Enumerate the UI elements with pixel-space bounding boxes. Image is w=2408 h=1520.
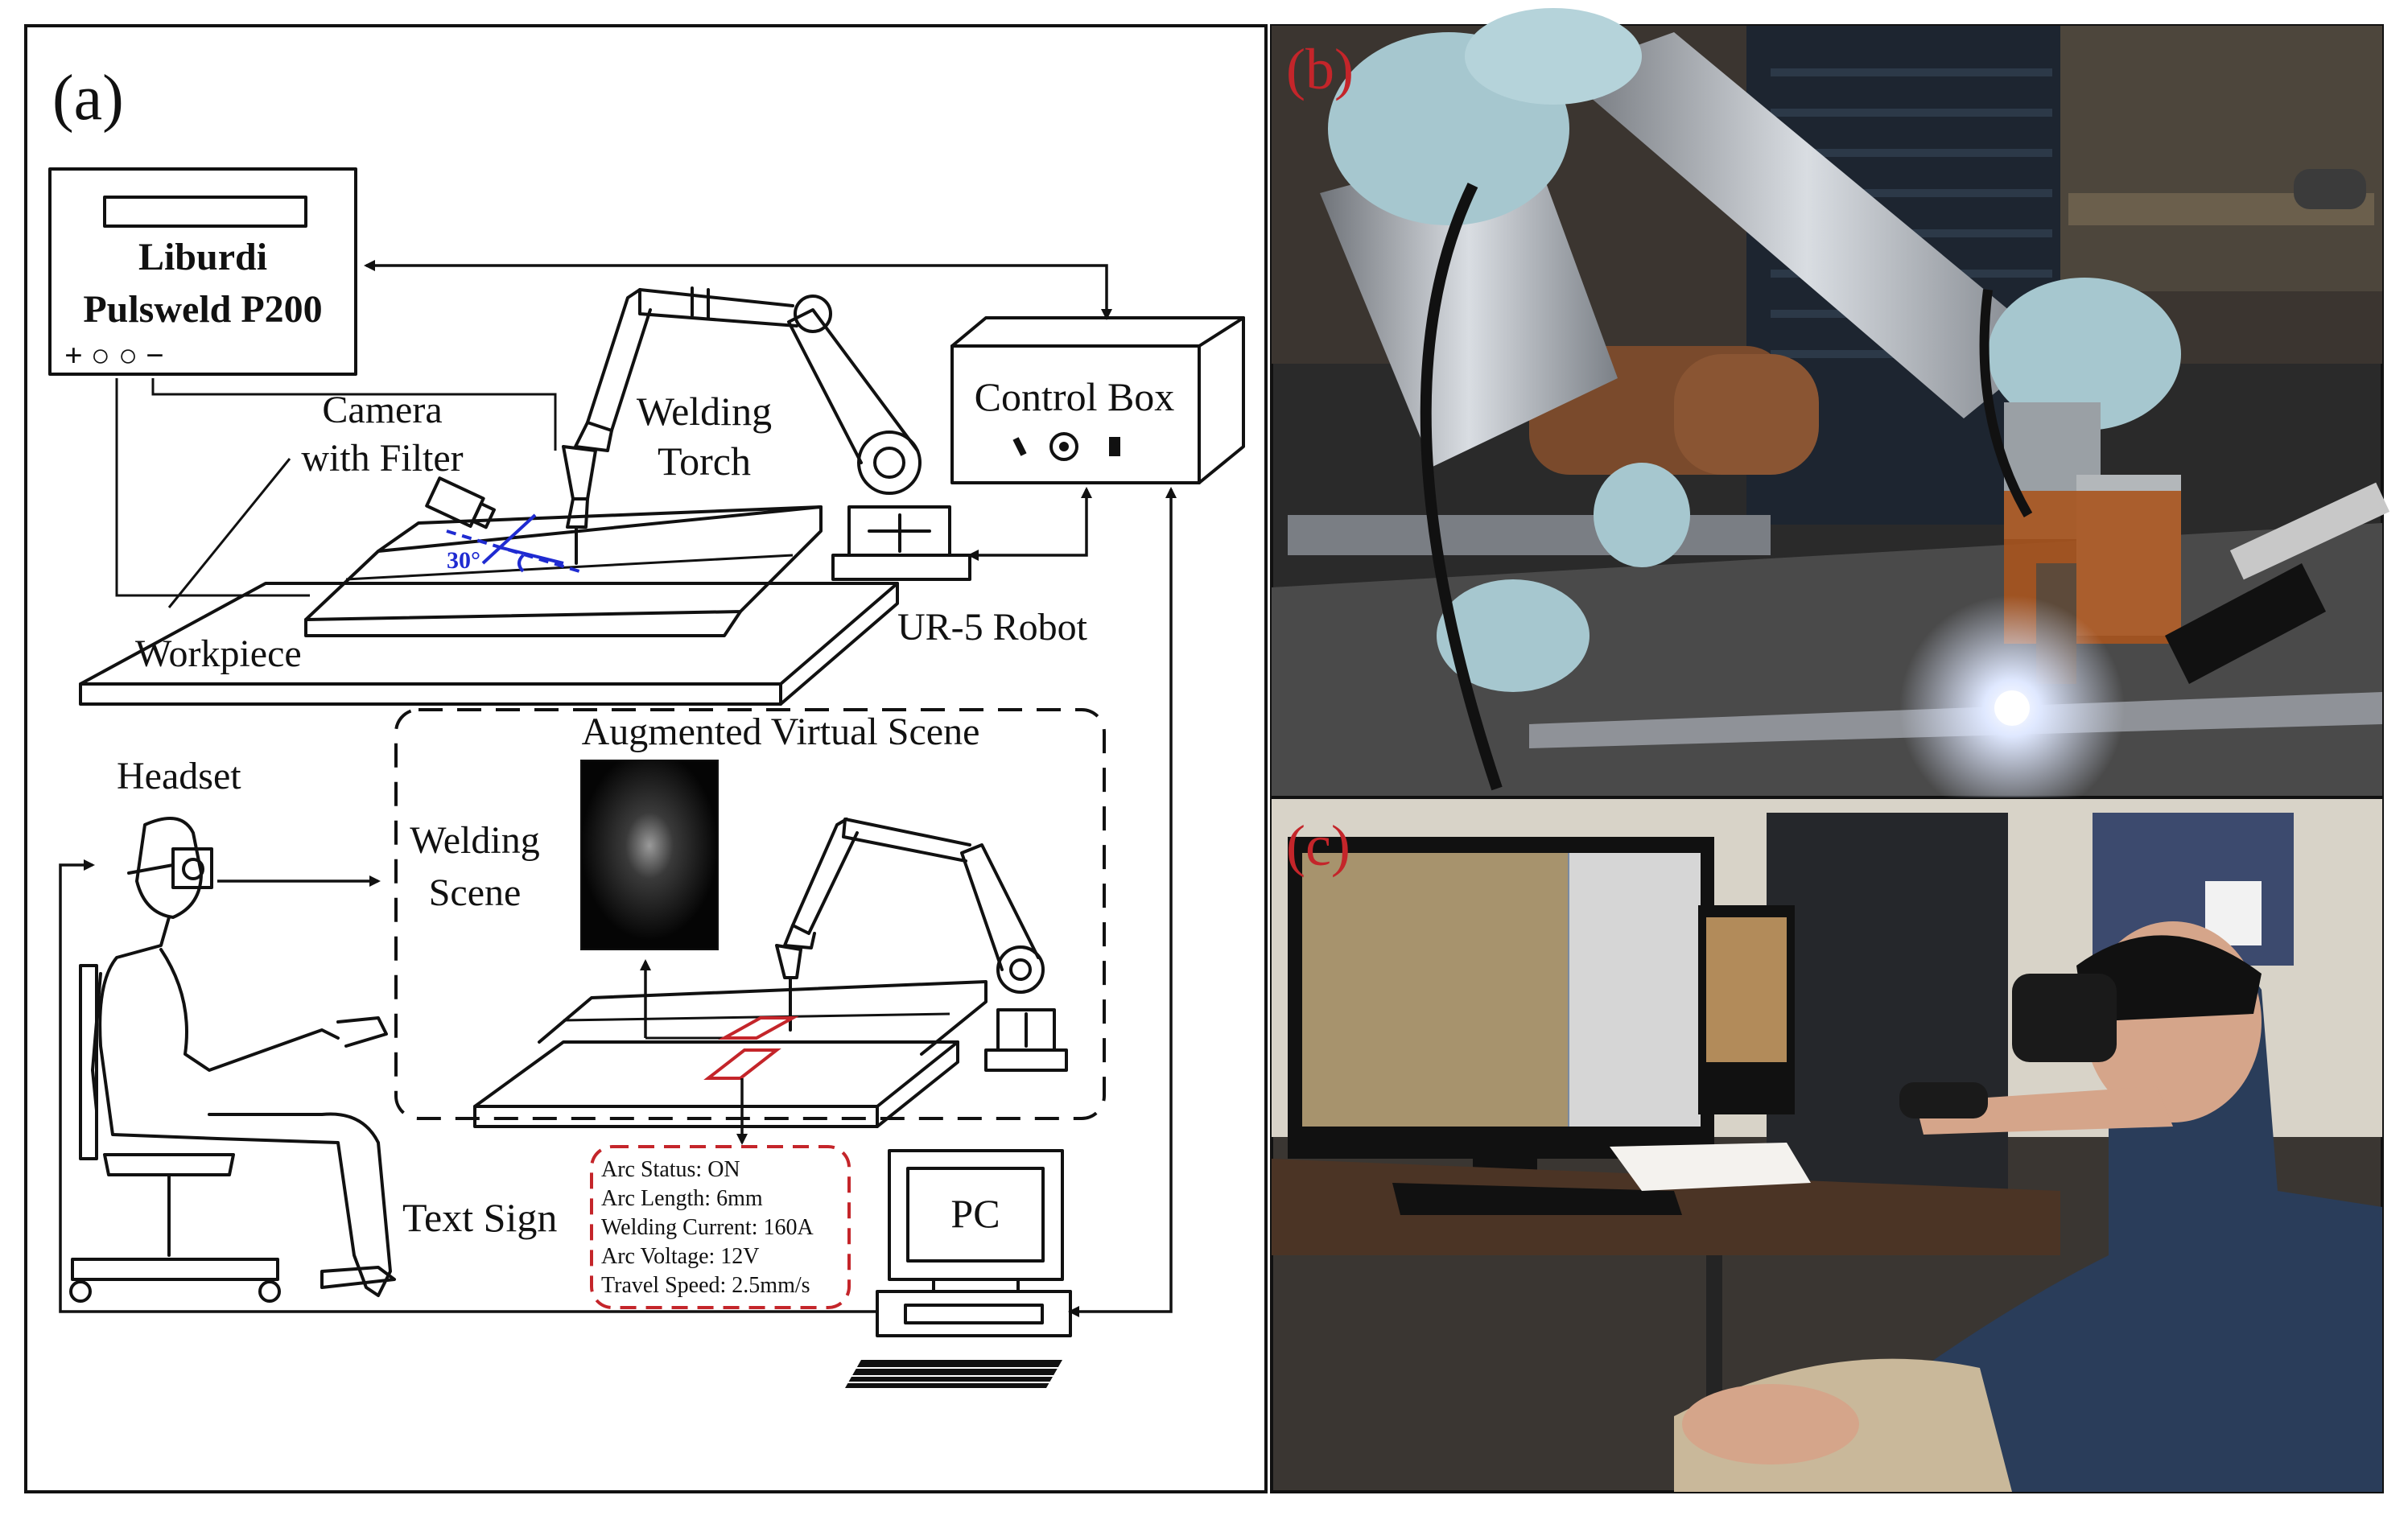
- pc-label: PC: [950, 1191, 1000, 1236]
- robot-label: UR-5 Robot: [897, 606, 1088, 649]
- cable-torch: [151, 378, 557, 451]
- power-supply-model: Pulsweld P200: [83, 288, 322, 331]
- text-sign-line: Welding Current: 160A: [601, 1215, 814, 1240]
- torch-label-1: Welding: [637, 389, 772, 434]
- control-box-label: Control Box: [975, 374, 1175, 419]
- panel-a-tag: (a): [52, 63, 124, 134]
- torch-label-2: Torch: [658, 439, 751, 484]
- link-control-pc: [1068, 487, 1177, 1317]
- link-pc-operator: [59, 859, 877, 1313]
- text-sign: Text Sign Arc Status: ON Arc Length: 6mm…: [402, 1145, 851, 1309]
- augmented-virtual-scene: Augmented Virtual Scene Welding Scene: [394, 708, 1106, 1145]
- panel-c-tag: (c): [1286, 814, 1350, 878]
- text-sign-line: Arc Voltage: 12V: [601, 1244, 760, 1269]
- panel-b: (b): [1270, 8, 2390, 821]
- panel-b-tag: (b): [1286, 37, 1354, 101]
- camera-label-1: Camera: [322, 389, 442, 431]
- workpiece-label: Workpiece: [135, 632, 302, 675]
- control-box: Control Box: [950, 316, 1245, 484]
- text-sign-line: Arc Length: 6mm: [601, 1186, 763, 1211]
- panel-c: (c): [1270, 797, 2384, 1493]
- camera-label-2: with Filter: [301, 437, 463, 480]
- link-control-power: [364, 260, 1112, 320]
- headset-label: Headset: [117, 755, 241, 797]
- text-sign-line: Arc Status: ON: [601, 1157, 740, 1182]
- welding-scene-label-2: Scene: [429, 871, 522, 914]
- welding-scene-image: [580, 760, 719, 950]
- operator-figure: Headset: [69, 755, 396, 1303]
- panel-a: (a) Liburdi Pulsweld P200 + ○ ○ − Contro…: [24, 24, 1268, 1493]
- virtual-scene-title: Augmented Virtual Scene: [582, 711, 980, 753]
- pc: PC: [845, 1149, 1072, 1388]
- welding-scene-label-1: Welding: [410, 819, 539, 862]
- power-supply-terminals: + ○ ○ −: [64, 337, 164, 373]
- text-sign-line: Travel Speed: 2.5mm/s: [601, 1273, 810, 1298]
- camera-top: Camera with Filter 30°: [167, 389, 580, 608]
- power-supply: Liburdi Pulsweld P200 + ○ ○ −: [48, 167, 357, 376]
- robot-top: UR-5 Robot: [562, 286, 1088, 649]
- control-knob-icon: [1049, 432, 1078, 461]
- angle-label: 30°: [447, 547, 480, 574]
- text-sign-label: Text Sign: [402, 1195, 557, 1240]
- workpiece-top: Workpiece: [79, 505, 899, 706]
- power-supply-name: Liburdi: [138, 236, 267, 278]
